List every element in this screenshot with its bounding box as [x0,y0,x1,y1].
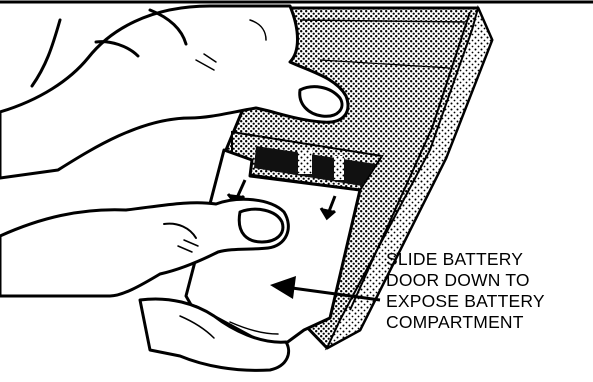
callout-line-2: DOOR DOWN TO [386,270,591,291]
callout-line-4: COMPARTMENT [386,312,591,333]
callout-text: SLIDE BATTERY DOOR DOWN TO EXPOSE BATTER… [386,249,591,333]
callout-line-1: SLIDE BATTERY [386,249,591,270]
callout-line-3: EXPOSE BATTERY [386,291,591,312]
